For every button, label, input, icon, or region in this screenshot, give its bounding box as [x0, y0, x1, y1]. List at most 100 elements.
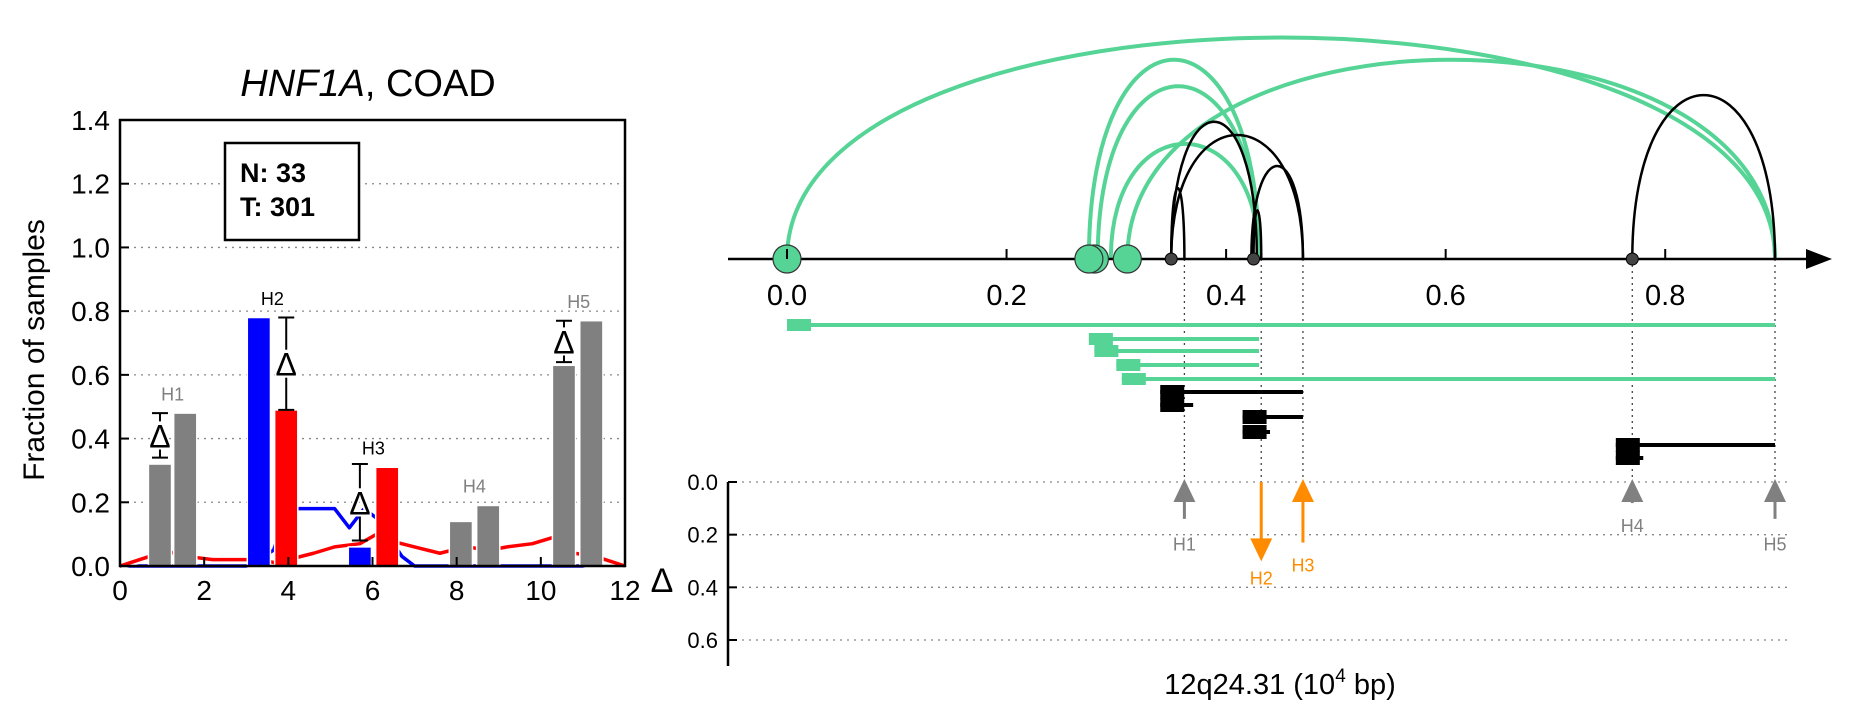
delta-axis-label: Δ [651, 562, 674, 600]
arrow-label: H2 [1250, 569, 1273, 589]
genomic-tick-label: 0.6 [1426, 280, 1466, 312]
genomic-tick-label: 0.8 [1645, 280, 1685, 312]
bar-other [172, 412, 198, 567]
dotted-guides [1183, 259, 1776, 490]
haplotype-label: H4 [463, 477, 486, 497]
breakpoint-node-small [1247, 252, 1261, 266]
y-gridlines [120, 183, 625, 503]
delta-tick-label: 0.6 [687, 628, 718, 653]
delta-axis: 0.00.20.40.6 [687, 470, 1790, 666]
breakpoint-node-small [1625, 252, 1639, 266]
genomic-x-ticks: 0.0 0.2 0.4 0.6 0.8 [767, 249, 1685, 312]
y-axis-ticks: 0.00.20.40.60.81.01.21.4 [71, 105, 129, 582]
x-label-tail: bp) [1346, 669, 1396, 701]
arrow-head-up [1291, 479, 1314, 502]
x-tick-label: 8 [449, 575, 465, 606]
breakpoint-node-large [1112, 244, 1142, 274]
y-tick-label: 0.0 [71, 551, 110, 582]
segment-cap [1615, 438, 1640, 452]
segment-cap [787, 319, 811, 331]
x-tick-label: 2 [196, 575, 212, 606]
x-axis-ticks: 0 2 4 6 8 10 12 [112, 557, 641, 606]
segment-cap [1615, 451, 1640, 465]
bar-normal [347, 546, 373, 567]
y-axis-label: Fraction of samples [18, 219, 51, 481]
delta-tick-label: 0.0 [687, 470, 718, 495]
x-label-sup: 4 [1335, 666, 1346, 687]
green-arc [1108, 141, 1262, 260]
delta-markers: Δ Δ Δ Δ [147, 316, 577, 542]
chart-title: HNF1A, COAD [240, 63, 495, 105]
y-tick-label: 1.0 [71, 232, 110, 263]
genomic-x-label: 12q24.31 (104 bp) [1164, 666, 1396, 701]
haplotype-label: H3 [362, 439, 385, 459]
arrow-head-up [1621, 479, 1644, 502]
arrow-label: H1 [1173, 534, 1196, 554]
arrow-head-up [1173, 479, 1196, 502]
haplotype-label: H1 [161, 384, 184, 404]
green-arcs [785, 35, 1777, 260]
title-rest: , COAD [365, 63, 496, 105]
y-tick-label: 0.8 [71, 296, 110, 327]
breakpoint-nodes [772, 244, 1639, 274]
breakpoint-node-small [1164, 252, 1178, 266]
x-tick-label: 0 [112, 575, 128, 606]
arrow-label: H5 [1763, 534, 1786, 554]
inset-box [223, 141, 361, 242]
segment-cap [1116, 359, 1141, 371]
inset-n: N: 33 [240, 158, 306, 188]
delta-symbol: Δ [349, 485, 370, 521]
arrow-label: H3 [1291, 556, 1314, 576]
green-arc [1125, 57, 1777, 260]
green-arc [785, 35, 1777, 260]
title-gene: HNF1A [240, 63, 365, 105]
delta-symbol: Δ [276, 347, 297, 383]
black-arc [1169, 133, 1305, 260]
bar-other [147, 463, 173, 567]
segment-cap [1088, 333, 1113, 345]
arrow-head-down [1250, 538, 1273, 562]
y-tick-label: 1.4 [71, 105, 110, 136]
black-arcs [1169, 94, 1777, 260]
x-tick-label: 10 [525, 575, 556, 606]
bar-other [448, 520, 474, 567]
bar-other [579, 319, 604, 567]
segment-cap [1160, 398, 1185, 412]
black-arc [1250, 164, 1305, 260]
green-arc [1086, 57, 1262, 260]
breakpoint-node-large [1074, 244, 1104, 274]
x-tick-label: 4 [281, 575, 297, 606]
x-tick-label: 12 [609, 575, 640, 606]
segment-cap [1242, 410, 1267, 424]
bar-normal [246, 316, 272, 567]
delta-symbol: Δ [553, 324, 574, 360]
x-tick-label: 6 [365, 575, 381, 606]
bar-tumor [273, 409, 299, 567]
y-tick-label: 0.2 [71, 487, 110, 518]
y-tick-label: 1.2 [71, 169, 110, 200]
x-label-main: 12q24.31 (10 [1164, 669, 1335, 701]
arrow-head-up [1764, 479, 1786, 502]
inset-t: T: 301 [240, 192, 315, 222]
axis-arrowhead [1806, 249, 1832, 269]
arrow-label: H4 [1621, 516, 1644, 536]
black-arc [1252, 209, 1263, 260]
segments [787, 319, 1775, 465]
bar-other [551, 364, 577, 567]
black-arc [1169, 120, 1259, 260]
genomic-tick-label: 0.0 [767, 280, 807, 312]
black-arc [1631, 94, 1777, 260]
y-tick-label: 0.4 [71, 424, 110, 455]
delta-tick-label: 0.2 [687, 523, 718, 548]
bar-tumor [374, 466, 400, 567]
segment-cap [1160, 385, 1185, 399]
genomic-tick-label: 0.4 [1206, 280, 1246, 312]
delta-symbol: Δ [149, 418, 170, 454]
haplotype-label: H2 [261, 289, 284, 309]
bar-other [475, 504, 501, 567]
genomic-tick-label: 0.2 [986, 280, 1026, 312]
